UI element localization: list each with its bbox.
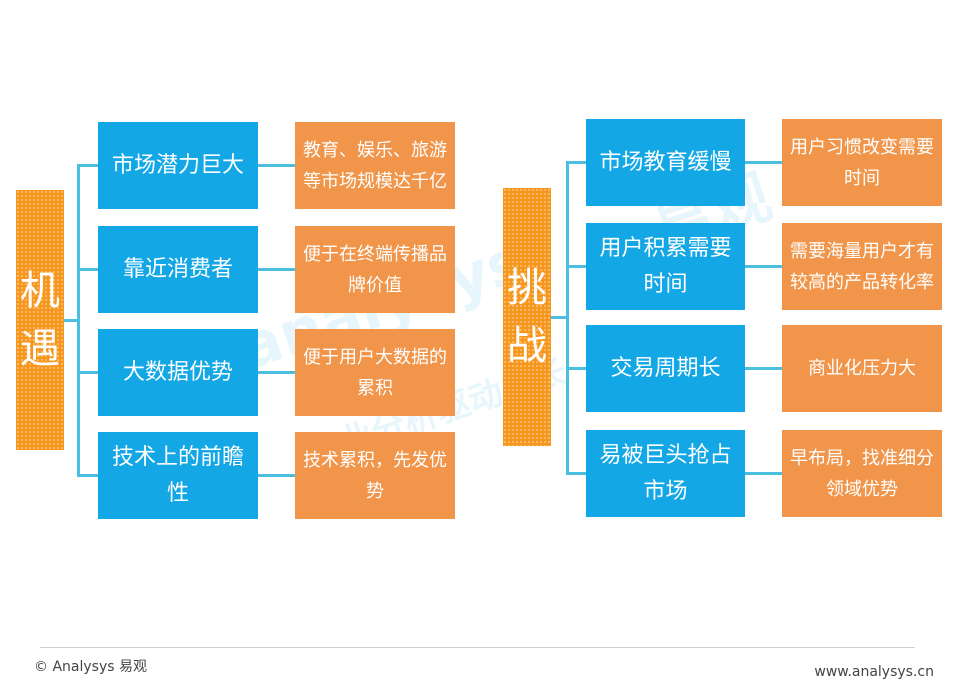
- right-trunk-connector: [566, 161, 569, 475]
- left-link-2: [258, 268, 295, 271]
- challenge-label-2: 用户积累需要时间: [586, 223, 745, 310]
- left-branch-1: [77, 164, 98, 167]
- right-link-1: [745, 161, 782, 164]
- right-branch-2: [566, 265, 586, 268]
- challenge-detail-2: 需要海量用户才有较高的产品转化率: [782, 223, 942, 310]
- right-branch-1: [566, 161, 586, 164]
- challenges-title-char-2: 战: [507, 323, 547, 369]
- right-link-3: [745, 367, 782, 370]
- opportunity-label-2: 靠近消费者: [98, 226, 258, 313]
- challenges-title-char-1: 挑: [507, 265, 547, 311]
- opportunity-label-1: 市场潜力巨大: [98, 122, 258, 209]
- left-branch-4: [77, 474, 98, 477]
- challenges-title-box: 挑 战: [503, 188, 551, 446]
- opportunities-title-box: 机 遇: [16, 190, 64, 450]
- footer-divider: [40, 647, 915, 648]
- left-stub-connector: [64, 319, 79, 322]
- opportunities-title-char-1: 机: [20, 268, 60, 314]
- right-stub-connector: [551, 316, 568, 319]
- opportunity-label-3: 大数据优势: [98, 329, 258, 416]
- opportunity-detail-4: 技术累积，先发优势: [295, 432, 455, 519]
- challenge-detail-4: 早布局，找准细分领域优势: [782, 430, 942, 517]
- left-branch-2: [77, 268, 98, 271]
- right-link-4: [745, 472, 782, 475]
- left-link-1: [258, 164, 295, 167]
- right-branch-4: [566, 472, 586, 475]
- challenge-label-4: 易被巨头抢占市场: [586, 430, 745, 517]
- left-link-3: [258, 371, 295, 374]
- opportunity-label-4: 技术上的前瞻性: [98, 432, 258, 519]
- opportunities-title-char-2: 遇: [20, 326, 60, 372]
- right-link-2: [745, 265, 782, 268]
- left-link-4: [258, 474, 295, 477]
- challenge-detail-3: 商业化压力大: [782, 325, 942, 412]
- challenge-label-3: 交易周期长: [586, 325, 745, 412]
- opportunity-detail-1: 教育、娱乐、旅游等市场规模达千亿: [295, 122, 455, 209]
- challenge-detail-1: 用户习惯改变需要时间: [782, 119, 942, 206]
- right-branch-3: [566, 367, 586, 370]
- left-trunk-connector: [77, 164, 80, 477]
- footer-website[interactable]: www.analysys.cn: [814, 664, 934, 680]
- left-branch-3: [77, 371, 98, 374]
- challenge-label-1: 市场教育缓慢: [586, 119, 745, 206]
- footer-copyright: © Analysys 易观: [34, 659, 147, 675]
- opportunity-detail-3: 便于用户大数据的累积: [295, 329, 455, 416]
- opportunity-detail-2: 便于在终端传播品牌价值: [295, 226, 455, 313]
